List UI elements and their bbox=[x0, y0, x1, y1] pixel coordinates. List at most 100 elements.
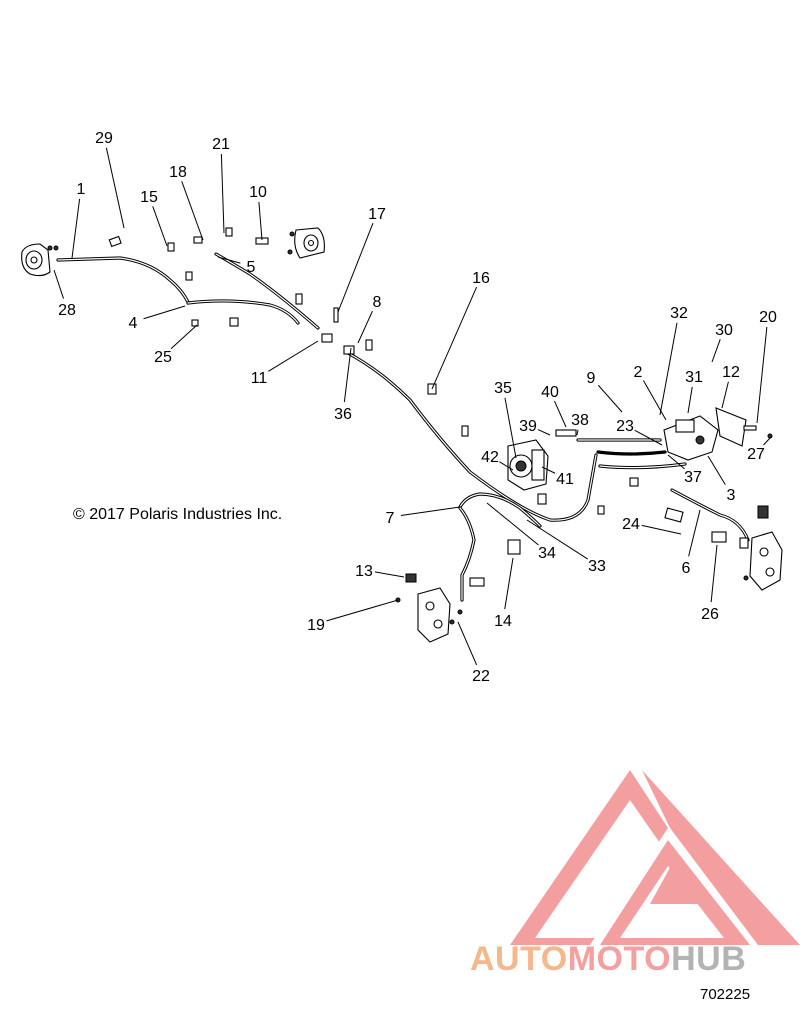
callout-38: 38 bbox=[571, 412, 589, 429]
leader-line-3 bbox=[707, 455, 726, 485]
leader-line-5 bbox=[217, 256, 241, 264]
leader-line-35 bbox=[504, 397, 517, 459]
leader-line-12 bbox=[721, 381, 729, 409]
leader-line-8 bbox=[357, 310, 373, 344]
watermark-text-moto: MOTO bbox=[567, 940, 672, 978]
fittings-and-clips bbox=[47, 227, 773, 625]
master-cylinder bbox=[663, 407, 747, 461]
leader-line-11 bbox=[268, 340, 319, 372]
leader-line-39 bbox=[537, 429, 551, 436]
callout-41: 41 bbox=[556, 471, 574, 488]
callout-2: 2 bbox=[634, 364, 643, 381]
leader-line-16 bbox=[431, 286, 478, 390]
callout-34: 34 bbox=[538, 545, 556, 562]
leader-line-14 bbox=[504, 557, 514, 610]
leader-line-13 bbox=[374, 571, 405, 578]
caliper-front-right bbox=[294, 227, 325, 259]
leader-line-17 bbox=[337, 223, 374, 313]
callout-39: 39 bbox=[519, 418, 537, 435]
callout-17: 17 bbox=[368, 206, 386, 223]
leader-line-32 bbox=[659, 322, 678, 416]
leader-line-21 bbox=[220, 153, 225, 234]
callout-11: 11 bbox=[251, 370, 268, 387]
leader-line-38 bbox=[576, 429, 579, 436]
copyright-notice: © 2017 Polaris Industries Inc. bbox=[73, 506, 283, 523]
callout-36: 36 bbox=[334, 406, 352, 423]
callout-10: 10 bbox=[249, 184, 267, 201]
caliper-front-left bbox=[21, 243, 51, 277]
leader-line-18 bbox=[181, 181, 204, 241]
callout-9: 9 bbox=[587, 370, 596, 387]
callout-23: 23 bbox=[616, 418, 634, 435]
callout-3: 3 bbox=[727, 487, 736, 504]
callout-22: 22 bbox=[472, 668, 490, 685]
callout-16: 16 bbox=[472, 270, 490, 287]
callout-19: 19 bbox=[307, 617, 325, 634]
leader-line-42 bbox=[499, 461, 514, 471]
callout-32: 32 bbox=[670, 305, 688, 322]
leader-line-36 bbox=[343, 347, 352, 403]
callout-37: 37 bbox=[684, 469, 702, 486]
callout-42: 42 bbox=[481, 449, 499, 466]
callout-40: 40 bbox=[541, 384, 559, 401]
leader-line-28 bbox=[53, 269, 64, 299]
callout-4: 4 bbox=[129, 315, 138, 332]
leader-line-41 bbox=[541, 466, 556, 474]
leader-line-27 bbox=[763, 436, 772, 446]
leader-line-37 bbox=[667, 454, 685, 470]
callout-30: 30 bbox=[715, 322, 733, 339]
leader-line-26 bbox=[710, 544, 718, 603]
leader-line-24 bbox=[641, 524, 682, 535]
leader-line-4 bbox=[143, 305, 186, 320]
leader-line-30 bbox=[711, 339, 721, 363]
leader-line-15 bbox=[152, 206, 168, 247]
watermark-text: AUTOMOTOHUB bbox=[470, 940, 746, 979]
callout-18: 18 bbox=[169, 164, 187, 181]
leader-line-7 bbox=[400, 506, 461, 516]
callout-21: 21 bbox=[212, 136, 230, 153]
brake-hoses bbox=[56, 252, 750, 602]
callout-28: 28 bbox=[58, 302, 76, 319]
callout-12: 12 bbox=[722, 364, 740, 381]
leader-line-19 bbox=[326, 599, 399, 622]
callout-35: 35 bbox=[494, 380, 512, 397]
callout-25: 25 bbox=[154, 349, 172, 366]
leader-line-22 bbox=[457, 621, 478, 666]
leader-line-31 bbox=[687, 386, 693, 414]
watermark-logo bbox=[510, 770, 800, 945]
leader-line-20 bbox=[756, 326, 768, 424]
callout-20: 20 bbox=[759, 309, 777, 326]
callout-13: 13 bbox=[355, 563, 373, 580]
callout-31: 31 bbox=[685, 369, 703, 386]
leader-line-23 bbox=[634, 429, 663, 446]
callout-24: 24 bbox=[622, 516, 640, 533]
leader-line-40 bbox=[554, 400, 567, 428]
abs-module bbox=[507, 439, 549, 491]
callout-7: 7 bbox=[386, 510, 395, 527]
leader-line-29 bbox=[105, 147, 125, 229]
callout-8: 8 bbox=[373, 294, 382, 311]
callout-5: 5 bbox=[247, 259, 256, 276]
callout-29: 29 bbox=[95, 130, 113, 147]
figure-number: 702225 bbox=[700, 986, 751, 1003]
leader-line-1 bbox=[71, 198, 81, 259]
watermark-text-hub: HUB bbox=[671, 940, 747, 978]
callout-27: 27 bbox=[747, 446, 765, 463]
leader-line-9 bbox=[597, 384, 623, 413]
watermark-text-auto: AUTO bbox=[470, 940, 568, 978]
leader-line-2 bbox=[643, 380, 667, 421]
leader-line-10 bbox=[258, 201, 263, 241]
leader-line-34 bbox=[486, 502, 539, 546]
callout-26: 26 bbox=[701, 606, 719, 623]
leader-line-6 bbox=[688, 509, 701, 557]
leader-line-25 bbox=[170, 324, 198, 349]
callout-33: 33 bbox=[588, 558, 606, 575]
caliper-rear-left bbox=[405, 573, 451, 643]
callout-6: 6 bbox=[682, 560, 691, 577]
callout-1: 1 bbox=[77, 181, 86, 198]
caliper-rear-right bbox=[749, 505, 783, 591]
callout-15: 15 bbox=[140, 189, 158, 206]
leader-line-33 bbox=[526, 519, 589, 560]
